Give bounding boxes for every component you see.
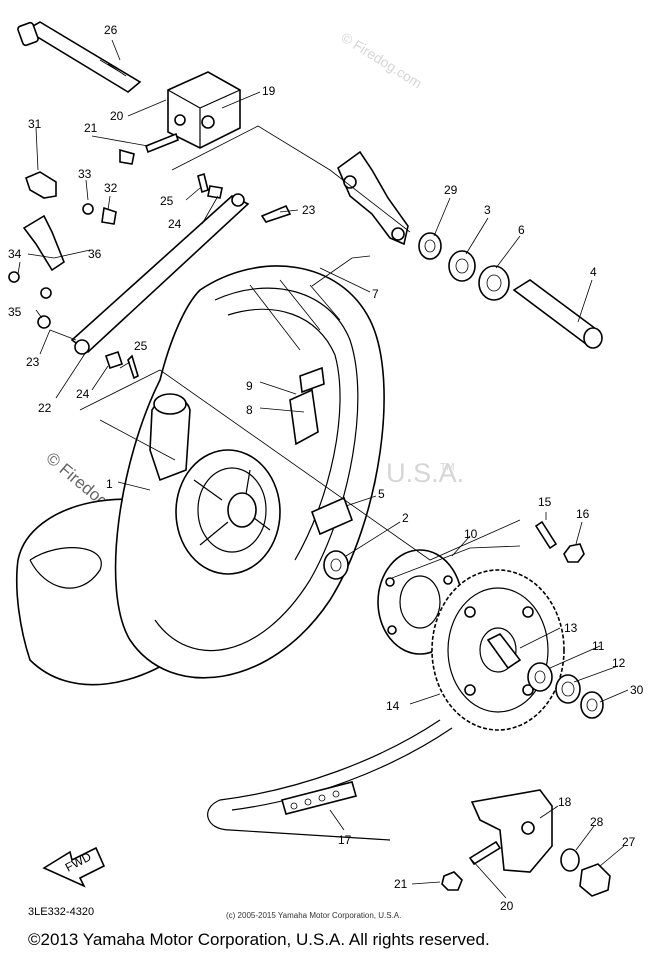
brake-pads — [289, 366, 325, 446]
diagram-part-number: 3LE332-4320 — [28, 906, 95, 918]
brake-caliper-1 — [149, 393, 191, 482]
callout-14: 14 — [386, 699, 400, 713]
callout-24-bottom: 24 — [76, 387, 90, 401]
callout-13: 13 — [564, 621, 578, 635]
copyright-notice: ©2013 Yamaha Motor Corporation, U.S.A. A… — [28, 930, 490, 949]
diagram-small-copyright: (c) 2005-2015 Yamaha Motor Corporation, … — [226, 911, 402, 920]
callout-2: 2 — [402, 511, 409, 525]
washer-and-nut — [560, 848, 611, 897]
leader-lines — [17, 39, 629, 899]
callout-27: 27 — [622, 835, 636, 849]
callout-21-top: 21 — [84, 121, 98, 135]
caliper-bracket — [337, 150, 409, 246]
callout-16: 16 — [576, 507, 590, 521]
callout-32: 32 — [104, 181, 118, 195]
watermark-tm: TM — [440, 462, 454, 473]
callout-23-top: 23 — [302, 203, 316, 217]
callout-36: 36 — [88, 247, 102, 261]
stud-and-nut — [534, 520, 585, 563]
callout-10: 10 — [464, 527, 478, 541]
bearing-2 — [323, 550, 349, 580]
callout-17: 17 — [338, 833, 352, 847]
callout-25-top: 25 — [160, 194, 174, 208]
callout-5: 5 — [378, 487, 385, 501]
callout-23-bottom: 23 — [26, 355, 40, 369]
callout-33: 33 — [78, 167, 92, 181]
callout-8: 8 — [246, 403, 253, 417]
watermark-site-top: © Firedog.com — [338, 29, 425, 91]
callout-12: 12 — [612, 656, 626, 670]
callout-19: 19 — [262, 84, 276, 98]
drive-chain-17 — [207, 719, 453, 841]
callout-9: 9 — [246, 379, 253, 393]
callout-7: 7 — [372, 287, 379, 301]
callout-20-bottom: 20 — [500, 899, 514, 913]
callout-20-top: 20 — [110, 109, 124, 123]
callout-26: 26 — [104, 23, 118, 37]
callout-1: 1 — [106, 477, 113, 491]
callout-34: 34 — [8, 247, 22, 261]
small-hardware-left — [8, 132, 292, 380]
callout-15: 15 — [538, 495, 552, 509]
callout-22: 22 — [38, 401, 52, 415]
nut-21-bottom — [441, 871, 463, 891]
callout-11: 11 — [592, 639, 605, 653]
damper-5 — [310, 496, 354, 536]
wheel-hub — [175, 449, 281, 575]
callout-35: 35 — [8, 305, 22, 319]
bearings-seals — [418, 232, 510, 301]
callout-31: 31 — [28, 117, 42, 131]
callout-21-bottom: 21 — [394, 877, 408, 891]
callout-labels: 26 19 20 21 31 33 32 25 24 23 34 36 35 2… — [8, 23, 644, 913]
chain-puller-arm-22 — [70, 193, 250, 355]
callout-25-bottom: 25 — [134, 339, 148, 353]
callout-24-top: 24 — [168, 217, 182, 231]
axle-26 — [17, 21, 142, 93]
forward-arrow-icon: FWD — [42, 846, 106, 888]
spacer-4 — [512, 279, 603, 349]
adjuster-block-19 — [167, 71, 241, 149]
chain-adjuster-18 — [468, 789, 553, 873]
callout-6: 6 — [518, 223, 525, 237]
callout-3: 3 — [484, 203, 491, 217]
callout-30: 30 — [630, 683, 644, 697]
callout-29: 29 — [444, 183, 458, 197]
callout-28: 28 — [590, 815, 604, 829]
callout-4: 4 — [590, 265, 597, 279]
callout-18: 18 — [558, 795, 572, 809]
